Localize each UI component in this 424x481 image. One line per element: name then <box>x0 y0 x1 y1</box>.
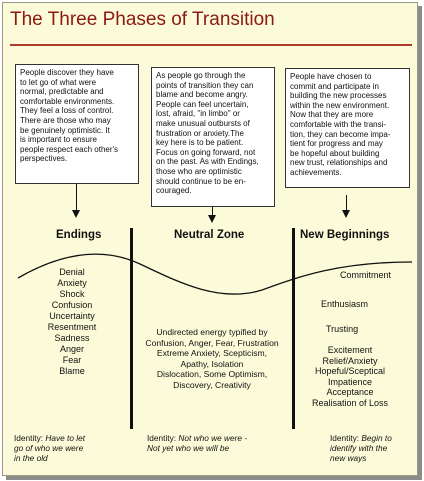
callout-line: building the new processes <box>290 91 387 101</box>
emotion-item: Blame <box>59 366 85 376</box>
emotion-line: Discovery, Creativity <box>173 379 251 390</box>
emotion-item: Anxiety <box>57 278 87 288</box>
phase-divider-left <box>130 228 133 429</box>
identity-new-beginnings: Identity: Begin to identify with the new… <box>330 433 414 463</box>
emotion-commitment: Commitment <box>340 270 392 280</box>
callout-line: There are those who may <box>20 115 111 125</box>
emotion-item: Resentment <box>47 322 97 332</box>
arrow-endings-head <box>72 210 80 218</box>
callout-line: on the past. As with Endings, <box>156 157 259 167</box>
callout-line: As people go through the <box>156 71 246 80</box>
callout-line: lost, afraid, "in limbo" or <box>156 109 240 119</box>
emotion-item: Hopeful/Sceptical <box>314 366 386 377</box>
callout-endings: People discover they have to let go of w… <box>15 64 139 184</box>
callout-line: couraged. <box>156 186 192 196</box>
arrow-endings-shaft <box>76 184 77 211</box>
neutral-zone-emotions: Undirected energy typified by Confusion,… <box>136 327 288 391</box>
callout-line: tient for progress and may <box>290 139 383 149</box>
callout-line: People have chosen to <box>290 72 372 81</box>
arrow-neutral-head <box>208 215 216 223</box>
emotion-item: Denial <box>59 267 85 277</box>
identity-label: Identity: <box>147 433 177 443</box>
emotion-trusting: Trusting <box>326 324 359 334</box>
identity-text: new ways <box>330 453 367 463</box>
identity-label: Identity: <box>330 433 360 443</box>
title-underline <box>10 44 412 46</box>
emotion-item: Uncertainty <box>49 311 95 321</box>
callout-line: blame and become angry. <box>156 90 248 100</box>
phase-heading-endings: Endings <box>56 229 102 241</box>
callout-line: achievements. <box>290 167 342 177</box>
identity-neutral-zone: Identity: Not who we were - Not yet who … <box>147 433 289 453</box>
diagram-title: The Three Phases of Transition <box>10 9 275 30</box>
callout-line: key here is to be patient. <box>156 138 244 148</box>
arrow-beginnings-head <box>342 210 350 218</box>
callout-line: people respect each other's <box>20 144 119 154</box>
arrow-beginnings-shaft <box>346 195 347 211</box>
callout-line: commit and participate in <box>290 81 379 91</box>
callout-line: normal, predictable and <box>20 87 104 97</box>
identity-text: Begin to <box>361 433 392 443</box>
callout-line: Now that they are more <box>290 110 374 120</box>
callout-line: be genuinely optimistic. It <box>20 125 110 135</box>
identity-endings: Identity: Have to let go of who we were … <box>14 433 132 463</box>
callout-line: those who are optimistic <box>156 166 242 176</box>
identity-text: in the old <box>14 453 48 463</box>
identity-text: Not yet who we will be <box>147 443 230 453</box>
beginnings-emotions-stack: Excitement Relief/Anxiety Hopeful/Scepti… <box>296 345 404 409</box>
emotion-item: Relief/Anxiety <box>322 355 378 366</box>
callout-line: be hopeful about building <box>290 148 380 158</box>
callout-line: frustration or anxiety.The <box>156 128 244 138</box>
arrow-neutral-shaft <box>212 207 213 216</box>
callout-line: perspectives. <box>20 154 68 164</box>
callout-line: is important to ensure <box>20 135 97 145</box>
emotion-item: Fear <box>62 355 82 365</box>
emotion-line: Undirected energy typified by <box>156 327 268 337</box>
identity-text: Have to let <box>45 433 86 443</box>
callout-line: new trust, relationships and <box>290 158 388 168</box>
callout-line: Focus on going forward, not <box>156 147 256 157</box>
emotion-item: Acceptance <box>326 387 374 398</box>
identity-text: Not who we were - <box>178 433 248 443</box>
emotion-enthusiasm: Enthusiasm <box>321 299 369 309</box>
phase-divider-right <box>292 228 295 429</box>
callout-line: People can feel uncertain, <box>156 99 249 109</box>
emotion-item: Anger <box>59 344 85 354</box>
emotion-item: Confusion <box>51 300 93 310</box>
callout-line: make unusual outbursts of <box>156 118 250 128</box>
identity-text: go of who we were <box>14 443 84 453</box>
callout-line: They feel a loss of control. <box>20 106 114 116</box>
callout-line: within the new environment. <box>290 100 390 110</box>
callout-line: comfortable environments. <box>20 96 115 106</box>
phase-heading-new-beginnings: New Beginnings <box>300 229 390 241</box>
emotion-item: Realisation of Loss <box>311 397 389 408</box>
identity-label: Identity: <box>14 433 44 443</box>
emotion-item: Shock <box>59 289 85 299</box>
callout-line: to let go of what were <box>20 77 97 87</box>
callout-new-beginnings: People have chosen to commit and partici… <box>285 68 410 188</box>
emotion-line: Extreme Anxiety, Scepticism, <box>156 348 268 359</box>
endings-emotions-list: Denial Anxiety Shock Confusion Uncertain… <box>22 267 122 377</box>
emotion-item: Excitement <box>327 345 373 355</box>
emotion-item: Sadness <box>54 333 90 343</box>
identity-text: identify with the <box>330 443 388 453</box>
emotion-item: Impatience <box>327 376 373 387</box>
callout-line: tion, they can become impa- <box>290 129 391 139</box>
callout-line: points of transition they can <box>156 80 254 90</box>
callout-line: should continue to be en- <box>156 176 246 186</box>
callout-line: People discover they have <box>20 68 114 77</box>
callout-line: comfortable with the transi- <box>290 119 387 129</box>
emotion-line: Confusion, Anger, Fear, Frustration <box>145 337 279 348</box>
phase-heading-neutral-zone: Neutral Zone <box>174 229 245 241</box>
emotion-line: Apathy, Isolation <box>180 358 244 369</box>
callout-neutral-zone: As people go through the points of trans… <box>151 67 275 207</box>
emotion-line: Dislocation, Some Optimism, <box>156 369 268 380</box>
